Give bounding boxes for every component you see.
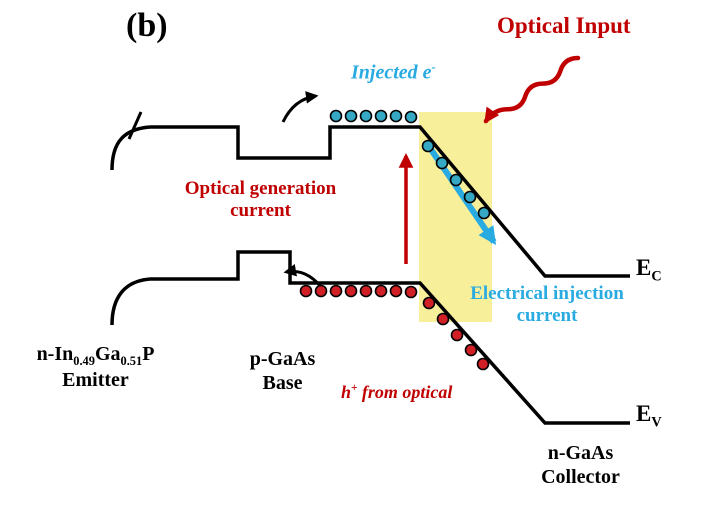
electron-dot — [463, 190, 477, 204]
electrical-injection-line1: Electrical injection — [470, 283, 624, 304]
electron-dot — [449, 173, 463, 187]
hole-dot — [299, 284, 313, 298]
hole-dot — [359, 284, 373, 298]
hole-dot — [404, 285, 418, 299]
emitter-contact-curve-bottom — [110, 277, 151, 326]
injected-electrons-text: Injected e — [351, 61, 432, 84]
emitter-formula-subscript: 0.51 — [120, 354, 143, 368]
emitter-name: Emitter — [62, 368, 129, 391]
conduction-band-line — [150, 125, 630, 278]
conduction-band-subscript: C — [651, 268, 662, 285]
collector-label: n-GaAs Collector — [513, 442, 648, 489]
hole-dot — [374, 284, 388, 298]
hole-dot — [344, 284, 358, 298]
hole-dot — [450, 328, 464, 342]
injected-electrons-label: Injected e- — [351, 60, 436, 85]
electron-dot — [389, 109, 403, 123]
emitter-formula-part: Ga — [94, 343, 121, 365]
hole-dot — [436, 312, 450, 326]
optical-generation-current-label: Optical generation current — [163, 178, 358, 223]
hole-dot — [422, 296, 436, 310]
holes-superscript: + — [351, 382, 358, 394]
hole-dot — [314, 284, 328, 298]
electron-dot — [359, 109, 373, 123]
electron-dot — [421, 139, 435, 153]
base-name: Base — [262, 371, 303, 394]
base-label: p-GaAs Base — [230, 348, 335, 395]
electron-dot — [329, 109, 343, 123]
optical-generation-line1: Optical generation — [184, 178, 337, 199]
electron-dots — [329, 109, 491, 220]
holes-symbol: h — [341, 382, 352, 402]
hole-dot — [476, 357, 490, 371]
electron-dot — [435, 156, 449, 170]
base-formula: p-GaAs — [249, 348, 316, 370]
valence-band-symbol: E — [636, 401, 652, 426]
collector-formula: n-GaAs — [547, 442, 614, 464]
emitter-formula-part: n-In — [36, 343, 74, 365]
electron-dot — [404, 110, 418, 124]
valence-band-label: EV — [636, 400, 662, 431]
holes-text: from optical — [357, 382, 453, 402]
emitter-formula: n-In0.49Ga0.51P — [8, 343, 183, 369]
electron-dot — [374, 109, 388, 123]
emitter-contact-tick — [127, 111, 143, 140]
collector-name: Collector — [541, 465, 620, 488]
hole-dot — [329, 284, 343, 298]
optical-input-label: Optical Input — [497, 13, 631, 38]
hole-dots — [299, 284, 490, 371]
electrical-injection-current-label: Electrical injection current — [452, 283, 642, 328]
electron-flow-arrow-icon — [281, 91, 319, 123]
injected-electrons-superscript: - — [431, 60, 436, 74]
electron-dot — [344, 109, 358, 123]
optical-input-wavy-arrow-icon — [483, 55, 581, 124]
electrical-injection-line2: current — [516, 305, 578, 327]
emitter-formula-subscript: 0.49 — [73, 354, 95, 368]
hole-dot — [389, 284, 403, 298]
panel-label: (b) — [126, 7, 168, 44]
electron-dot — [477, 206, 491, 220]
holes-from-optical-label: h+ from optical — [341, 382, 452, 403]
conduction-band-label: EC — [636, 254, 662, 285]
emitter-label: n-In0.49Ga0.51P Emitter — [8, 343, 183, 392]
emitter-formula-part: P — [142, 343, 155, 365]
emitter-contact-curve-top — [110, 125, 151, 171]
valence-band-subscript: V — [651, 414, 662, 431]
conduction-band-symbol: E — [636, 255, 652, 280]
hole-dot — [464, 343, 478, 357]
optical-generation-line2: current — [230, 200, 291, 222]
